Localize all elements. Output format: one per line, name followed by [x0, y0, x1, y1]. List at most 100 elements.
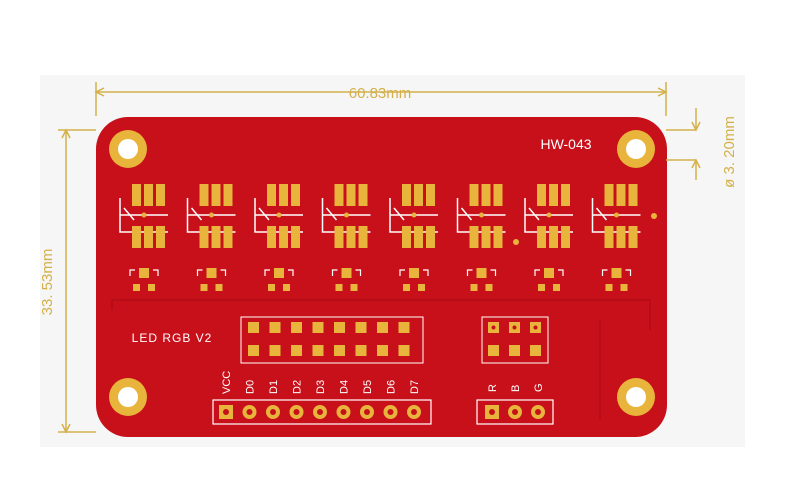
resistor-outline — [240, 316, 424, 364]
led-pad — [358, 184, 368, 206]
cap-outline — [558, 269, 564, 276]
led-pad — [537, 226, 546, 248]
mounting-hole-drill — [626, 139, 646, 159]
header-drill — [387, 409, 394, 415]
led-outline — [460, 207, 473, 221]
resistor-pad — [377, 322, 388, 333]
rgb-header-drill — [512, 409, 518, 415]
header-drill — [223, 409, 229, 415]
cap-pad — [206, 268, 217, 278]
led-footprint — [591, 184, 641, 291]
cap-pad — [611, 268, 622, 278]
pin-label: D3 — [315, 380, 327, 394]
cap-pad — [335, 284, 343, 291]
cap-outline — [601, 269, 608, 276]
header-drill — [317, 409, 323, 415]
pin-label: D5 — [362, 380, 374, 394]
led-pad — [414, 184, 423, 206]
cap-pad — [553, 284, 560, 291]
led-footprint — [119, 184, 168, 291]
rgb-resistor-outline — [481, 316, 549, 364]
cap-pad — [418, 284, 425, 291]
led-footprint — [321, 184, 371, 291]
led-center-via — [141, 212, 147, 218]
mounting-holes — [109, 130, 655, 416]
led-outline — [190, 207, 203, 221]
cap-pad — [268, 284, 275, 291]
data-header-outline — [212, 399, 432, 425]
led-footprint — [254, 184, 303, 291]
cap-pad — [350, 284, 358, 291]
cap-pad — [544, 268, 554, 278]
led-pad — [481, 226, 491, 248]
led-pad — [537, 184, 546, 206]
cap-outline — [625, 269, 632, 276]
cap-pad — [200, 284, 208, 291]
rgb-pin-label: R — [487, 384, 499, 392]
led-pad — [561, 184, 570, 206]
pin-label: D2 — [292, 380, 304, 394]
led-footprint — [186, 184, 236, 291]
cap-outline — [490, 269, 497, 276]
cap-pad — [139, 268, 149, 278]
resistor-pad — [355, 345, 367, 356]
traces — [111, 299, 651, 420]
led-pad — [426, 226, 435, 248]
led-pad — [481, 184, 491, 206]
cap-pad — [403, 284, 410, 291]
rgb-resistor-pad — [488, 345, 499, 356]
led-center-via — [276, 212, 282, 218]
pin-label: D0 — [245, 380, 257, 394]
led-pad — [358, 226, 368, 248]
resistor-pad — [312, 345, 324, 356]
led-pad — [628, 184, 638, 206]
cap-outline — [220, 269, 227, 276]
via — [651, 213, 657, 219]
pin-label: D4 — [339, 380, 351, 394]
led-pad — [291, 184, 300, 206]
cap-outline — [466, 269, 473, 276]
led-pad — [604, 226, 614, 248]
led-center-via — [546, 212, 552, 218]
led-pad — [402, 184, 411, 206]
pin-label: D6 — [386, 380, 398, 394]
led-pad — [628, 226, 638, 248]
cap-pad — [133, 284, 140, 291]
led-pad — [402, 226, 411, 248]
rgb-header-drill — [489, 409, 495, 415]
led-pad — [144, 226, 153, 248]
led-pad — [346, 226, 356, 248]
led-pad — [549, 226, 558, 248]
header-drill — [364, 409, 370, 415]
rgb-header-drill — [535, 409, 541, 415]
led-pad — [604, 184, 614, 206]
led-pad — [616, 184, 626, 206]
cap-outline — [534, 269, 540, 276]
rgb-resistor-hole — [512, 325, 517, 330]
pin-label: D7 — [409, 380, 421, 394]
led-pad — [426, 184, 435, 206]
led-pad — [549, 184, 558, 206]
led-outline — [325, 207, 338, 221]
led-pad — [334, 226, 344, 248]
mounting-hole-drill — [118, 387, 138, 407]
led-pad — [156, 184, 165, 206]
cap-pad — [283, 284, 290, 291]
cap-outline — [288, 269, 294, 276]
led-pad — [144, 184, 153, 206]
cap-pad — [485, 284, 493, 291]
resistor-pad — [334, 345, 345, 356]
via — [513, 239, 519, 245]
led-pad — [279, 184, 288, 206]
cap-pad — [148, 284, 155, 291]
led-center-via — [209, 212, 214, 218]
led-pad — [132, 226, 141, 248]
led-pad — [334, 184, 344, 206]
led-pad — [223, 226, 233, 248]
resistor-pad — [355, 322, 367, 333]
led-pad — [199, 184, 209, 206]
mounting-hole-drill — [118, 139, 138, 159]
board-label: HW-043 — [540, 136, 591, 152]
